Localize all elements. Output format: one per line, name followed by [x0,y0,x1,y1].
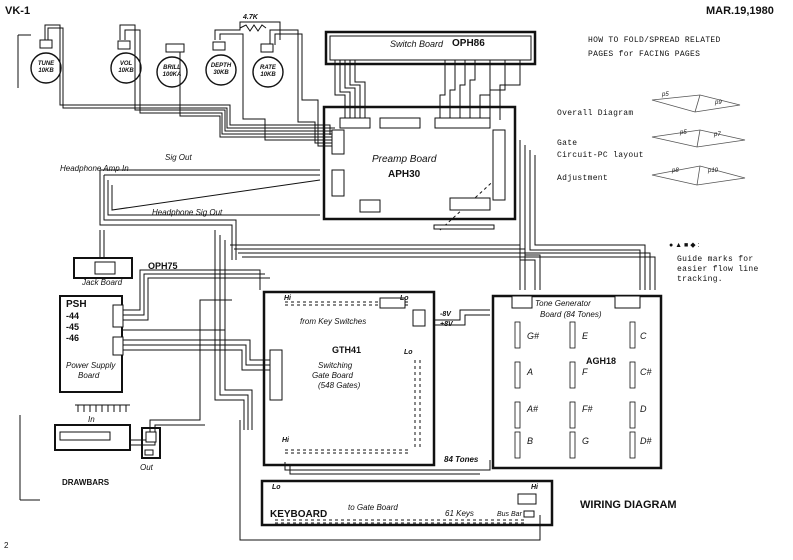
note-label: F# [582,404,593,414]
knob-brill [156,56,188,88]
psu-tap-45: -45 [66,322,80,332]
gate-title-2: Gate Board [312,371,353,380]
keyboard-keys: 61 Keys [445,509,474,518]
note-label: C# [640,367,652,377]
fold-figure-1 [651,94,741,113]
switch-board-title: Switch Board [390,39,444,49]
fold-figure-2 [651,129,746,148]
fold-row2-left: p5 [680,130,687,136]
psu-code: PSH [66,299,87,310]
fold-row1-label: Overall Diagram [557,109,634,118]
note-label: A [527,367,534,377]
keyboard-lo: Lo [272,484,281,491]
gate-title-1: Switching [318,361,353,370]
fold-row2-label2: Circuit-PC layout [557,151,644,160]
fold-row3-left: p8 [672,168,679,174]
tone-gen-code: AGH18 [586,356,617,366]
fold-row2-label1: Gate [557,139,578,148]
tones-84-label: 84 Tones [444,455,479,464]
sig-out-label: Sig Out [165,153,192,162]
diagram-title: WIRING DIAGRAM [580,499,677,511]
tone-gen-title-2: Board (84 Tones) [540,310,602,319]
knob-rate [252,56,284,88]
psu-tap-44: -44 [66,311,80,321]
doc-code: VK-1 [5,5,31,17]
gate-code: GTH41 [332,345,362,355]
fold-row1-right: p9 [715,100,722,106]
psu-tap-46: -46 [66,333,80,343]
keyboard-hi: Hi [531,484,538,491]
preamp-board-outline [322,105,517,221]
drawbar-in-label: In [88,415,95,424]
switch-board-outline [324,30,537,66]
gate-lo-bottom: Lo [404,349,413,356]
note-label: B [527,436,534,446]
gate-board-outline [262,290,436,467]
psu-title-2: Board [78,371,100,380]
gate-plus8: +8V [440,321,453,328]
doc-date: MAR.19,1980 [706,5,774,17]
drawbars-title: DRAWBARS [62,478,110,487]
fold-row3-label: Adjustment [557,174,609,183]
page-number: 2 [4,541,9,550]
tone-generator-outline [491,294,663,470]
jack-board-outline [73,257,133,279]
gate-hi-bottom: Hi [282,437,289,444]
fold-row2-right: p7 [714,132,721,138]
knob-vol [110,52,142,84]
guide-mark-symbols: ● ▲ ■ ◆ : [669,242,700,249]
keyboard-to-gate: to Gate Board [348,503,398,512]
note-label: D [640,404,647,414]
tone-gen-title-1: Tone Generator [535,299,591,308]
gate-lo-top: Lo [400,295,409,302]
fold-row3-right: p10 [708,168,719,174]
gate-minus8: -8V [440,311,451,318]
gate-from-keys: from Key Switches [300,317,367,326]
note-label: E [582,331,589,341]
headphone-sig-out-label: Headphone Sig Out [152,208,223,217]
resistor-label: 4.7K [243,14,258,21]
switch-board-code: OPH86 [452,38,485,49]
keyboard-title: KEYBOARD [270,509,328,520]
fold-guide-line2: PAGES for FACING PAGES [588,50,701,59]
guide-marks-line3: tracking. [677,275,723,284]
jack-board-code: OPH75 [148,261,178,271]
drawbar-out-outline [141,427,161,459]
note-label: D# [640,436,652,446]
jack-board-title: Jack Board [82,278,123,287]
note-label: F [582,367,588,377]
psu-title-1: Power Supply [66,361,116,370]
drawbar-in-outline [54,424,131,451]
gate-hi-top: Hi [284,295,291,302]
preamp-board-code: APH30 [388,169,421,180]
fold-row1-left: p5 [662,92,669,98]
keyboard-outline [260,479,554,527]
fold-figure-3 [651,165,746,186]
guide-marks-line1: Guide marks for [677,255,754,264]
note-label: A# [527,404,539,414]
knob-frame [17,34,31,88]
headphone-amp-in-label: Headphone Amp In [60,164,129,173]
keyboard-bus-bar: Bus Bar [497,511,522,518]
preamp-board-title: Preamp Board [372,154,437,165]
note-label: G# [527,331,540,341]
drawbar-out-label: Out [140,463,153,472]
knob-depth [205,54,237,86]
note-label: G [582,436,590,446]
note-label: C [640,331,647,341]
knob-tune [30,52,62,84]
fold-guide-line1: HOW TO FOLD/SPREAD RELATED [588,36,721,45]
gate-title-3: (548 Gates) [318,381,361,390]
guide-marks-line2: easier flow line [677,265,759,274]
